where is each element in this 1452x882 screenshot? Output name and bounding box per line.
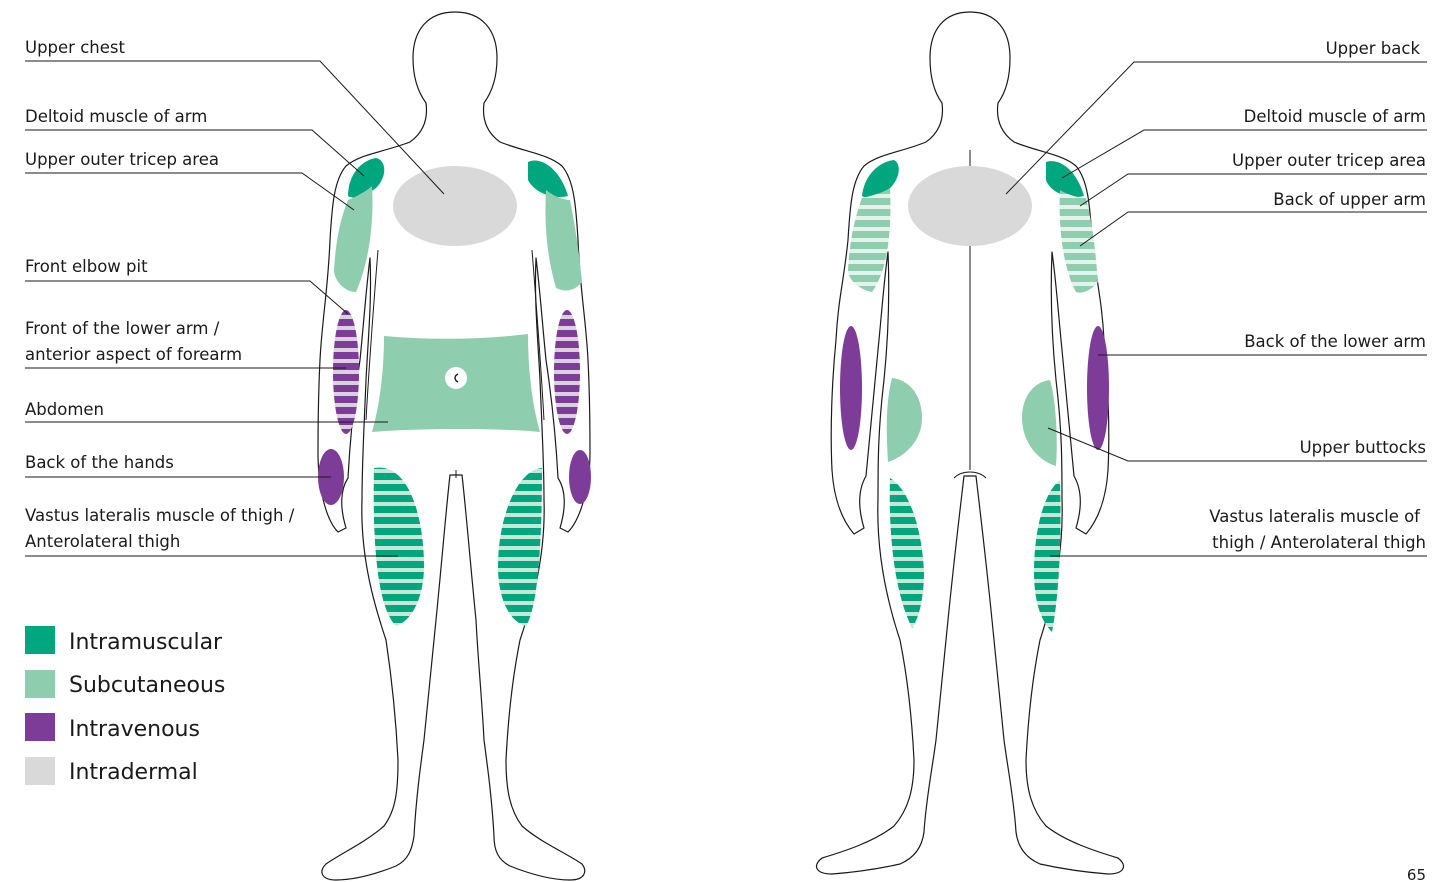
label-back-upper-arm: Back of upper arm: [1273, 190, 1426, 209]
legend-label-intramuscular: Intramuscular: [69, 630, 223, 655]
label-upper-back: Upper back: [1326, 39, 1421, 58]
leader-front-tricep: [25, 173, 354, 210]
front-upper-chest-zone: [393, 166, 517, 246]
back-body-figure: [817, 12, 1124, 874]
label-elbow-pit: Front elbow pit: [25, 257, 148, 276]
label-back-lower-arm: Back of the lower arm: [1244, 332, 1426, 351]
label-hands: Back of the hands: [25, 453, 174, 472]
label-back-deltoid: Deltoid muscle of arm: [1244, 107, 1426, 126]
legend-swatch-intradermal: [25, 757, 55, 785]
back-upper-back-zone: [908, 166, 1032, 246]
page-number: 65: [1407, 866, 1426, 882]
leader-back-upper-arm: [1080, 212, 1427, 246]
label-abdomen: Abdomen: [25, 400, 104, 419]
label-back-thigh-line1: Vastus lateralis muscle of: [1209, 507, 1421, 526]
legend-label-subcutaneous: Subcutaneous: [69, 673, 225, 698]
front-body-figure: [318, 12, 591, 880]
label-front-thigh-line2: Anterolateral thigh: [25, 532, 180, 551]
front-navel: [445, 367, 467, 389]
legend-label-intradermal: Intradermal: [69, 760, 198, 785]
legend-label-intravenous: Intravenous: [69, 717, 200, 742]
label-front-thigh-line1: Vastus lateralis muscle of thigh /: [25, 506, 295, 525]
front-labels: Upper chest Deltoid muscle of arm Upper …: [25, 38, 295, 551]
label-back-tricep: Upper outer tricep area: [1232, 151, 1426, 170]
legend-swatch-intravenous: [25, 713, 55, 741]
label-forearm-line1: Front of the lower arm /: [25, 319, 220, 338]
label-forearm-line2: anterior aspect of forearm: [25, 345, 242, 364]
front-right-forearm-zone: [554, 310, 580, 434]
back-left-lower-arm-zone: [840, 326, 862, 450]
label-buttocks: Upper buttocks: [1300, 438, 1426, 457]
front-body-outline: [318, 12, 590, 880]
back-labels: Upper back Deltoid muscle of arm Upper o…: [1209, 39, 1426, 552]
front-right-hand-zone: [569, 450, 591, 504]
label-front-tricep: Upper outer tricep area: [25, 150, 219, 169]
legend-swatch-intramuscular: [25, 626, 55, 654]
label-front-deltoid: Deltoid muscle of arm: [25, 107, 207, 126]
leader-elbow-pit: [25, 281, 348, 314]
back-right-lower-arm-zone: [1087, 326, 1109, 450]
legend: Intramuscular Subcutaneous Intravenous I…: [25, 626, 225, 785]
legend-swatch-subcutaneous: [25, 670, 55, 698]
label-back-thigh-line2: thigh / Anterolateral thigh: [1212, 533, 1426, 552]
label-upper-chest: Upper chest: [25, 38, 125, 57]
front-left-forearm-zone: [333, 310, 359, 434]
